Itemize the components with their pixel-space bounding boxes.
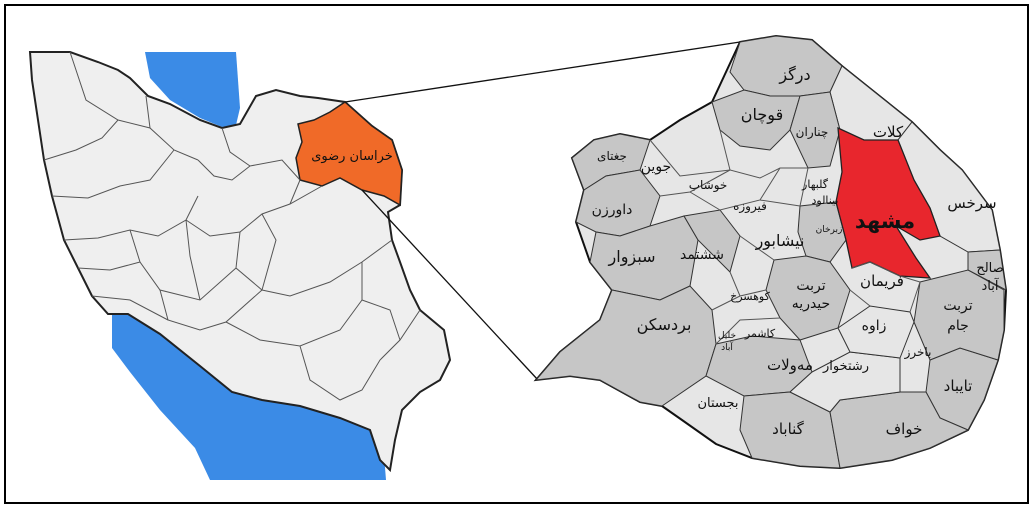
county-label-kuhsorkh: کوهسرخ (730, 290, 770, 303)
county-label-sarakhs: سرخس (947, 194, 996, 212)
county-label-zaveh: زاوه (862, 318, 887, 334)
county-label-mashhad: مشهد (855, 209, 915, 233)
county-label-fariman: فریمان (860, 272, 904, 290)
county-label-khoshab: خوشاب (689, 178, 728, 193)
county-label-khaf: خواف (886, 420, 923, 438)
county-label-quchan: قوچان (741, 105, 783, 125)
iran-map: خراسان رضوی (28, 51, 452, 480)
county-label-neyshabur: نیشابور (755, 231, 805, 251)
county-label-roshtkhar: رشتخوار (822, 359, 869, 374)
county-shape-sabzevar (589, 215, 699, 301)
county-label-joveyn: جوین (641, 159, 671, 175)
county-shape-chenaran (789, 91, 841, 169)
county-label-torbat-jam-line1: تربت (943, 298, 972, 314)
county-label-bardaskan: بردسکن (637, 315, 692, 335)
county-shape-saleh-abad (967, 249, 1007, 291)
province-borders (43, 51, 421, 401)
county-label-torbat-heydarieh-line1: تربت (796, 278, 825, 294)
county-label-bakharz: باخرز (904, 345, 932, 360)
county-shape-khaf (829, 391, 970, 469)
county-label-mahvelat: مه‌ولات (767, 356, 813, 374)
county-label-firuzeh: فیروزه (733, 199, 767, 214)
county-labels: درگز قوچان چناران کلات جغتای جوین خوشاب … (592, 65, 1004, 438)
caspian-sea (145, 52, 240, 127)
khorasan-razavi-region (295, 101, 403, 207)
county-label-bajestan: بجستان (697, 396, 738, 411)
county-borders (649, 129, 921, 345)
county-label-kashmar: کاشمر (744, 327, 776, 340)
county-label-sheshtamad: ششتمد (680, 247, 724, 263)
mashhad-county (835, 126, 941, 279)
county-label-davarzan: داورزن (592, 202, 633, 218)
county-label-dargaz: درگز (778, 65, 810, 85)
province-map (533, 34, 1008, 470)
iran-highlight-label: خراسان رضوی (311, 149, 393, 164)
county-label-torbat-jam-line2: جام (947, 318, 969, 334)
county-label-salehabad-line2: آباد (982, 277, 1000, 294)
county-shape-bardaskan (534, 285, 717, 407)
county-label-sabzevar: سبزوار (608, 247, 656, 267)
county-label-taybad: تایباد (944, 377, 973, 395)
county-label-golbahar: گلبهار (801, 178, 829, 191)
county-label-khalilabad-line2: آباد (721, 341, 733, 353)
county-label-jaghatai: جغتای (597, 149, 627, 163)
county-label-chenaran: چناران (796, 125, 829, 140)
county-label-binalud: بینالود (812, 194, 839, 207)
county-label-khalilabad-line1: خلیل (718, 331, 736, 341)
county-label-zebarkhan: زبرخان (816, 225, 843, 235)
county-shape-sheshtamad (683, 209, 741, 273)
county-label-torbat-heydarieh-line2: حیدریه (792, 296, 830, 312)
county-label-gonabad: گناباد (772, 420, 805, 438)
county-label-salehabad-line1: صالح (976, 261, 1003, 276)
zoom-connector-lines (344, 41, 741, 381)
county-label-kalat: کلات (873, 123, 904, 141)
